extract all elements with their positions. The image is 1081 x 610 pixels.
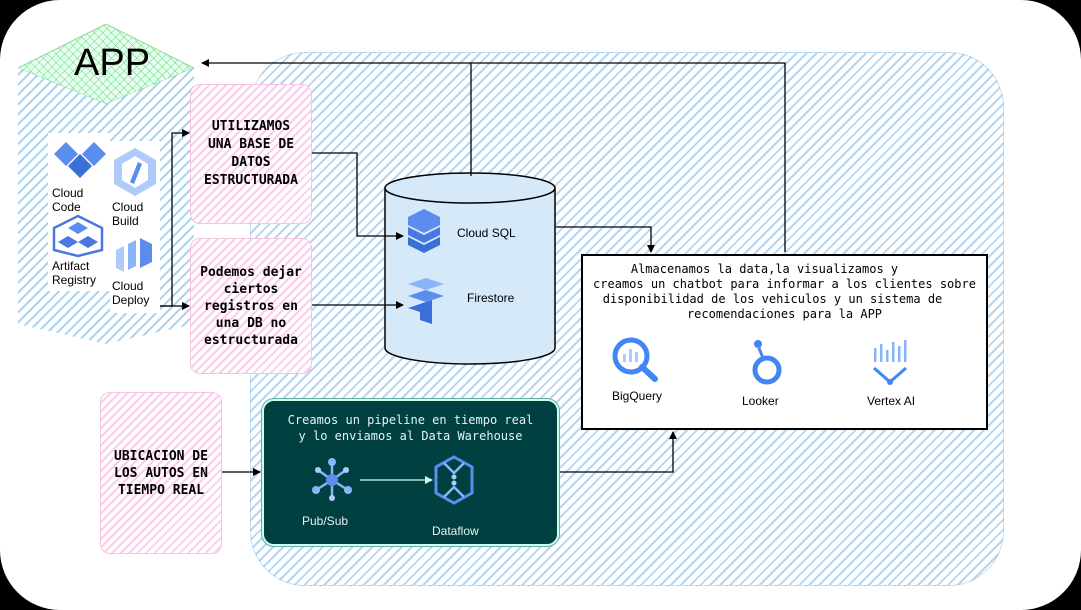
vertex-ai-label: Vertex AI [867, 394, 916, 408]
location-box: UBICACION DE LOS AUTOS EN TIEMPO REAL [100, 392, 222, 554]
artifact-registry-label: Artifact Registry [52, 259, 97, 287]
cloud-deploy-label: Cloud Deploy [112, 279, 150, 307]
dataflow-label: Dataflow [432, 524, 479, 538]
unstructured-db-box: Podemos dejar ciertos registros en una D… [190, 238, 312, 374]
dataflow-icon [434, 455, 474, 505]
bigquery-icon [612, 337, 658, 382]
unstructured-db-text: Podemos dejar ciertos registros en una D… [200, 264, 302, 348]
cloud-code-label: Cloud Code [52, 186, 84, 214]
location-text: UBICACION DE LOS AUTOS EN TIEMPO REAL [114, 448, 208, 498]
analytics-line-4: recomendaciones para la APP [686, 307, 883, 321]
pipeline-description: Creamos un pipeline en tiempo real y lo … [264, 412, 557, 444]
app-title: APP [74, 42, 151, 84]
analytics-line-3: disponibilidad de los vehiculos y un sis… [602, 292, 943, 306]
vertex-ai-icon [873, 340, 907, 385]
arrow-feedback-app [201, 59, 786, 252]
cloud-deploy-icon [116, 238, 152, 272]
analytics-line-1: Almacenamos la data,la visualizamos y [630, 262, 899, 276]
cloud-build-label: Cloud Build [112, 200, 144, 228]
cloud-sql-label: Cloud SQL [457, 226, 516, 240]
analytics-line-2: creamos un chatbot para informar a los c… [593, 277, 976, 291]
looker-label: Looker [742, 394, 779, 408]
arrow-app-structured [160, 129, 190, 307]
arrow-pipeline-analytics [560, 431, 677, 473]
structured-db-text: UTILIZAMOS UNA BASE DE DATOS ESTRUCTURAD… [204, 119, 298, 188]
cloud-code-icon [54, 142, 106, 178]
cloud-sql-icon [408, 209, 440, 253]
arrow-db-analytics [556, 226, 655, 253]
firestore-label: Firestore [467, 291, 515, 305]
arrow-structured-sql [312, 152, 404, 240]
pipeline-box [262, 399, 559, 546]
pipeline-line-2: y lo enviamos al Data Warehouse [298, 429, 523, 443]
pipeline-line-1: Creamos un pipeline en tiempo real [287, 413, 534, 427]
analytics-description: Almacenamos la data,la visualizamos y cr… [583, 262, 986, 322]
cloud-build-icon [114, 148, 156, 196]
firestore-icon [408, 278, 444, 324]
pubsub-label: Pub/Sub [302, 514, 349, 528]
structured-db-box: UTILIZAMOS UNA BASE DE DATOS ESTRUCTURAD… [190, 84, 312, 224]
pubsub-icon [312, 458, 352, 501]
looker-icon [752, 340, 782, 385]
artifact-registry-icon [52, 214, 104, 258]
analytics-box [581, 254, 988, 430]
bigquery-label: BigQuery [612, 389, 663, 403]
